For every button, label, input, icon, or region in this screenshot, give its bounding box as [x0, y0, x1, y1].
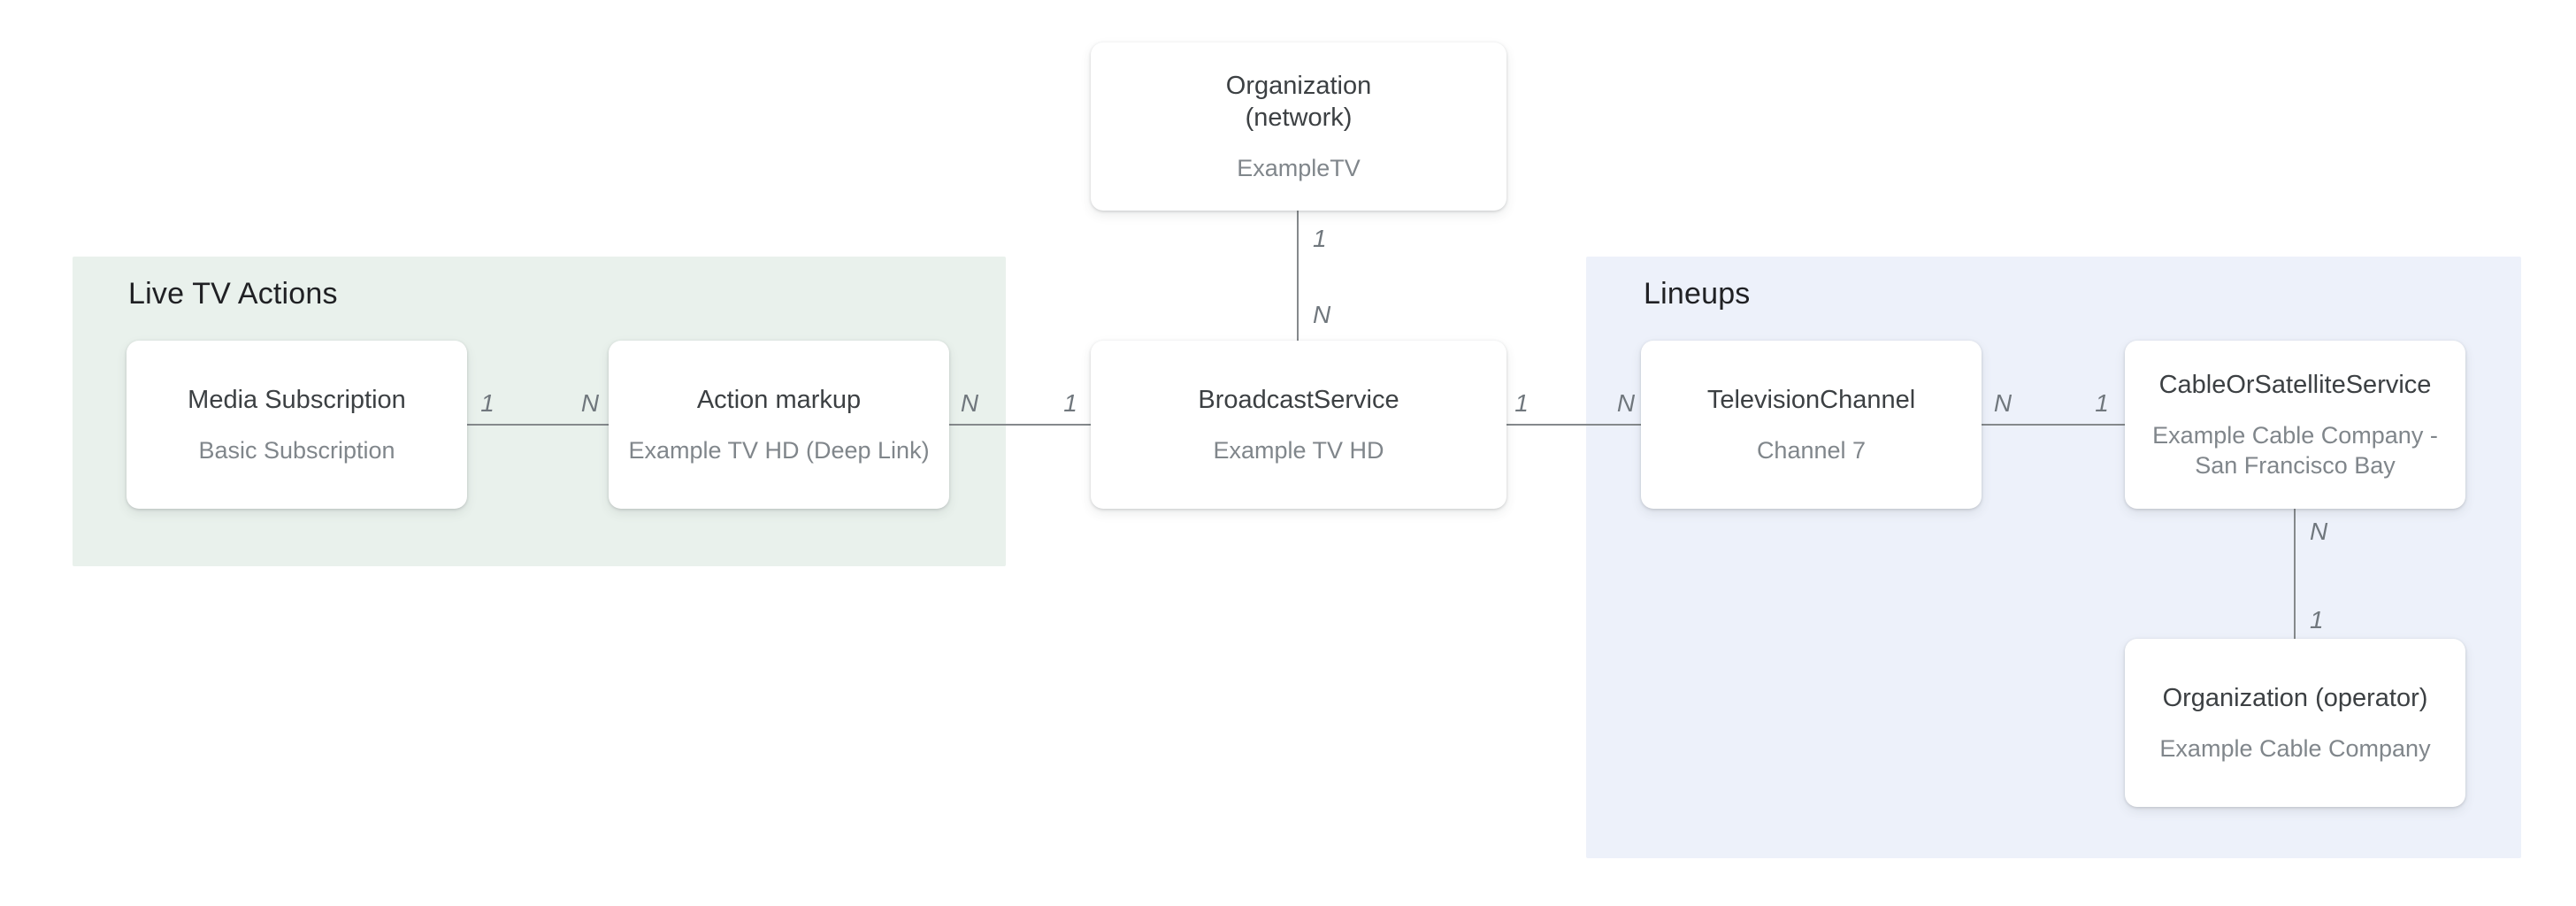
node-title: Organization (network)	[1225, 72, 1372, 132]
node-action-markup: Action markup Example TV HD (Deep Link)	[609, 341, 949, 509]
node-subtitle: Basic Subscription	[198, 437, 395, 464]
node-television-channel: TelevisionChannel Channel 7	[1641, 341, 1982, 509]
node-title: TelevisionChannel	[1706, 386, 1916, 414]
edge-cable-to-operator-line	[2294, 509, 2296, 639]
node-subtitle: Example Cable Company - San Francisco Ba…	[2152, 422, 2438, 479]
cardinality-label: 1	[1313, 225, 1327, 252]
node-title: Organization (operator)	[2162, 684, 2428, 712]
edge-subscription-to-markup-line	[467, 424, 609, 426]
node-subtitle: ExampleTV	[1237, 155, 1361, 181]
node-broadcast-service: BroadcastService Example TV HD	[1091, 341, 1506, 509]
edge-network-to-broadcast-line	[1297, 211, 1299, 341]
cardinality-label: N	[1993, 389, 2012, 417]
node-organization-network: Organization (network) ExampleTV	[1091, 42, 1506, 211]
node-cable-or-satellite-service: CableOrSatelliteService Example Cable Co…	[2125, 341, 2465, 509]
node-subtitle: Example TV HD (Deep Link)	[628, 437, 930, 464]
cardinality-label: 1	[480, 389, 494, 417]
cardinality-label: N	[580, 389, 600, 417]
node-subtitle: Example TV HD	[1213, 437, 1384, 464]
group-lineups-title: Lineups	[1644, 277, 1751, 311]
cardinality-label: N	[1616, 389, 1636, 417]
node-title: Media Subscription	[188, 386, 406, 414]
group-live-tv-actions-title: Live TV Actions	[128, 277, 338, 311]
edge-channel-to-cable-line	[1982, 424, 2125, 426]
cardinality-label: 1	[1514, 389, 1529, 417]
cardinality-label: 1	[1063, 389, 1077, 417]
node-title: Action markup	[696, 386, 862, 414]
node-subtitle: Example Cable Company	[2159, 735, 2431, 762]
node-subtitle: Channel 7	[1756, 437, 1867, 464]
edge-broadcast-to-channel-line	[1506, 424, 1641, 426]
edge-markup-to-broadcast-line	[949, 424, 1091, 426]
cardinality-label: 1	[2095, 389, 2109, 417]
node-organization-operator: Organization (operator) Example Cable Co…	[2125, 639, 2465, 807]
cardinality-label: 1	[2310, 606, 2324, 633]
node-title: BroadcastService	[1198, 386, 1399, 414]
cardinality-label: N	[1313, 301, 1331, 328]
node-title: CableOrSatelliteService	[2158, 371, 2432, 399]
cardinality-label: N	[960, 389, 979, 417]
node-media-subscription: Media Subscription Basic Subscription	[126, 341, 467, 509]
cardinality-label: N	[2310, 518, 2328, 545]
